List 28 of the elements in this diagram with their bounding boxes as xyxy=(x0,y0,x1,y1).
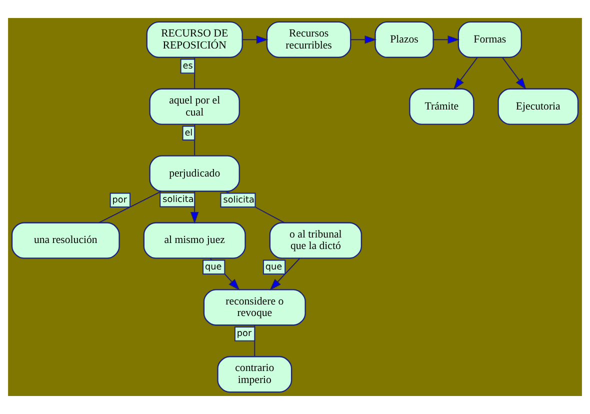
edge-label: solicita xyxy=(162,195,194,205)
node-box: una resolución xyxy=(11,222,120,259)
arrow xyxy=(242,36,268,44)
node-box: RECURSO DE REPOSICIÓN xyxy=(146,21,243,58)
node-box: Recursos recurribles xyxy=(266,21,352,58)
node-box: Trámite xyxy=(409,88,474,125)
node-box: Ejecutoria xyxy=(498,88,579,125)
edge-label: es xyxy=(182,61,193,72)
node-box: aquel por el cual xyxy=(149,88,240,125)
edge-label: por xyxy=(236,329,252,340)
node-box: Formas xyxy=(458,21,522,58)
edge-label: solicita xyxy=(223,195,254,206)
edge-label: por xyxy=(112,195,127,206)
node-box: al mismo juez xyxy=(143,222,246,259)
node-box: perjudicado xyxy=(149,155,240,192)
node-box: o al tribunal que la dictó xyxy=(269,222,362,259)
node-box: contrario imperio xyxy=(217,356,292,393)
edge-label: que xyxy=(265,262,282,272)
arrow xyxy=(270,258,300,290)
edge-label: el xyxy=(184,128,193,138)
connector xyxy=(98,190,162,224)
edge-label: que xyxy=(204,262,222,272)
arrow xyxy=(432,36,460,44)
node-box: Plazos xyxy=(374,21,434,58)
arrow xyxy=(502,57,526,90)
arrow xyxy=(350,36,377,44)
node-box: reconsidere o revoque xyxy=(203,289,306,326)
arrow xyxy=(454,57,478,90)
